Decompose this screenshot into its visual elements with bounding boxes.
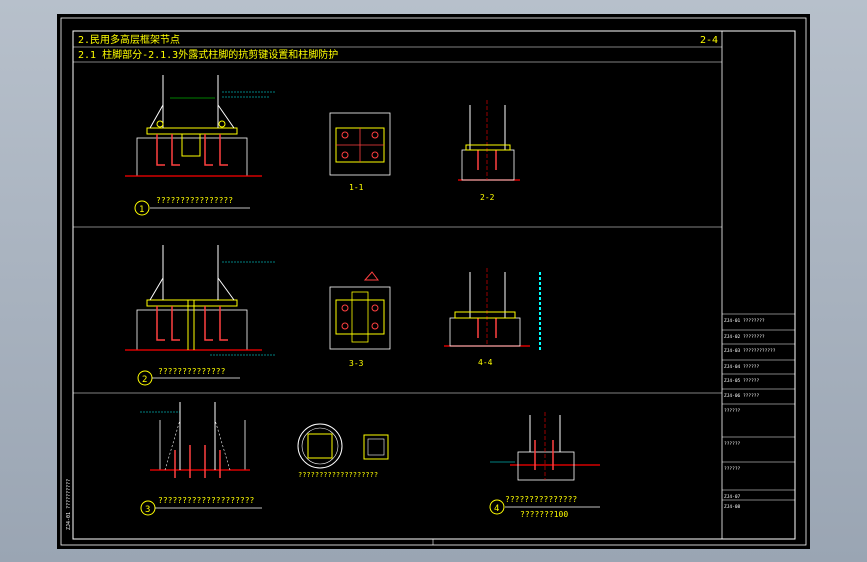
title-block-row: ??????	[724, 466, 741, 472]
round-column-note: ???????????????????	[298, 471, 378, 479]
detail-3-number: 3	[145, 505, 150, 515]
detail-4: 4 ??????????????? ???????100	[489, 412, 600, 519]
section-label-3-3: 3-3	[349, 359, 364, 368]
title-block-row: ZJ4-07	[724, 494, 741, 500]
title-block-row: ??????	[724, 441, 741, 447]
title-block-row: ZJ4-05 ??????	[724, 378, 760, 384]
title-block-row: ??????	[724, 408, 741, 414]
title-block-row: ZJ4-08	[724, 504, 741, 510]
title-block-row: ZJ4-04 ??????	[724, 364, 760, 370]
section-2-2: 2-2	[458, 100, 520, 202]
section-3-3: 3-3	[329, 271, 391, 368]
detail-3: 3 ????????????????????	[140, 402, 262, 516]
drawing-sheet	[57, 14, 810, 549]
title-block-row: ZJ4-01 ????????	[724, 318, 765, 324]
sheet-number: 2-4	[700, 35, 718, 46]
detail-1-number: 1	[139, 205, 144, 215]
drawing-title: 2.民用多高层框架节点	[78, 33, 180, 46]
title-block-row: ZJ4-02 ????????	[724, 334, 765, 340]
section-label-1-1: 1-1	[349, 183, 364, 192]
detail-1-caption: ????????????????	[156, 196, 233, 205]
detail-2-number: 2	[142, 375, 147, 385]
title-block-row: ZJ4-03 ????????????	[724, 348, 776, 354]
outer-frame	[60, 17, 807, 546]
detail-4-subcaption: ???????100	[520, 510, 568, 519]
detail-3-caption: ????????????????????	[158, 496, 255, 505]
drawing-subtitle: 2.1 柱脚部分-2.1.3外露式柱脚的抗剪键设置和柱脚防护	[78, 48, 338, 61]
title-block: ZJ4-01 ???????? ZJ4-02 ???????? ZJ4-03 ???…	[722, 313, 795, 510]
round-column-section: ???????????????????	[297, 423, 389, 479]
section-1-1: 1-1	[329, 112, 391, 192]
detail-4-caption: ???????????????	[505, 495, 577, 504]
detail-1: 1 ????????????????	[125, 75, 275, 216]
detail-2-caption: ??????????????	[158, 367, 226, 376]
section-label-2-2: 2-2	[480, 193, 495, 202]
section-label-4-4: 4-4	[478, 358, 493, 367]
section-4-4: 4-4	[444, 268, 541, 367]
detail-1-marker	[134, 200, 150, 216]
side-note: ZJ4-01 ??????????	[66, 479, 72, 530]
detail-4-number: 4	[494, 504, 499, 514]
detail-2: 2 ??????????????	[125, 245, 275, 386]
title-block-row: ZJ4-06 ??????	[724, 393, 760, 399]
inner-frame	[72, 30, 796, 540]
